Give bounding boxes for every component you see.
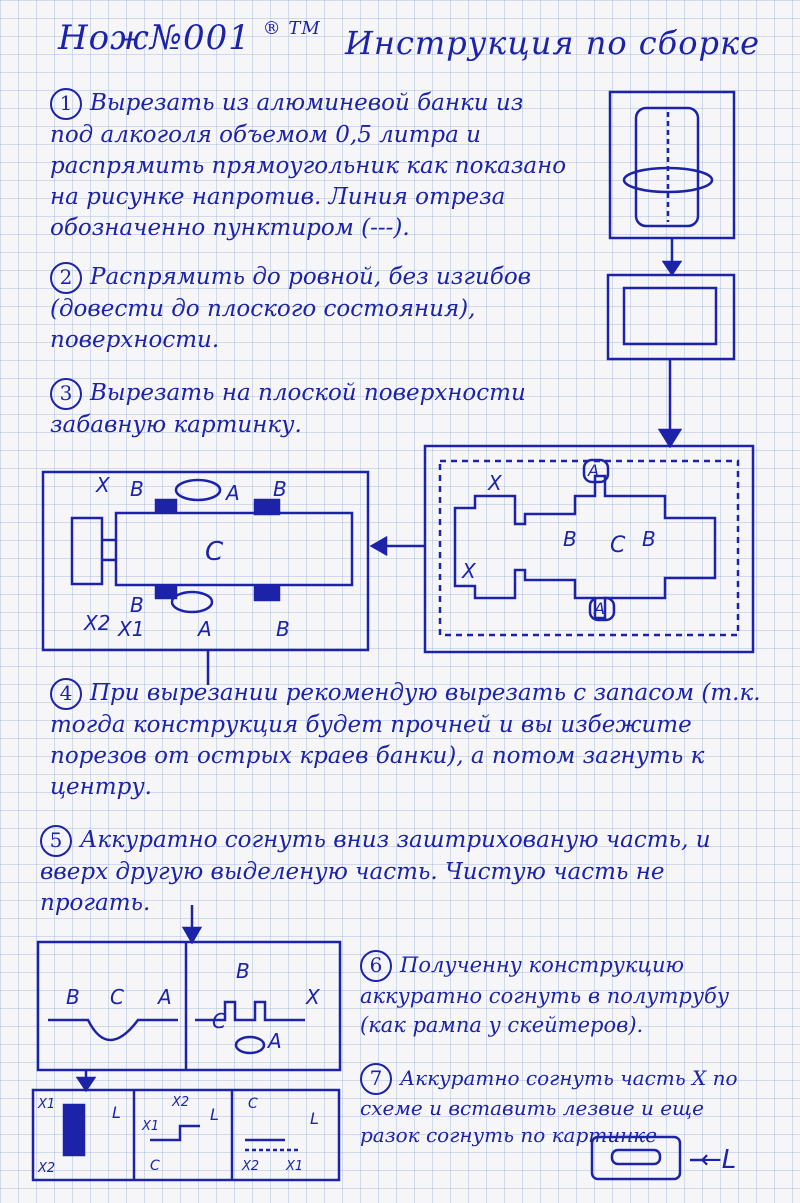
label-b-fig4-top-right: B xyxy=(273,477,287,501)
step-7-number: 7 xyxy=(360,1063,392,1095)
label-c-fig3: C xyxy=(610,533,626,558)
step-2-text: Распрямить до ровной, без изгибов (довес… xyxy=(50,264,532,353)
step-4-number: 4 xyxy=(50,678,82,710)
step-6-number: 6 xyxy=(360,950,392,982)
step-3-text: Вырезать на плоской поверхности забавную… xyxy=(50,380,526,438)
label-blade-l: ←L xyxy=(700,1145,736,1175)
brand-marks: ® ТМ xyxy=(262,18,321,39)
blade-figure xyxy=(590,1135,682,1181)
label-b-fig4-bottom: B xyxy=(130,593,144,617)
step-6-text: Полученну конструкцию аккуратно согнуть … xyxy=(360,953,730,1037)
label-l-fig7b: L xyxy=(210,1105,219,1124)
label-c-fig5-left: C xyxy=(110,985,124,1009)
label-x2-fig7b: X2 xyxy=(171,1095,189,1110)
assembled-body xyxy=(114,511,354,587)
label-c-fig4: C xyxy=(205,537,224,567)
label-a-fig5-left: A xyxy=(156,985,172,1009)
label-a-fig4-top: A xyxy=(224,481,240,505)
label-x-fig3-bottom: X xyxy=(461,559,477,583)
label-b-fig3-right: B xyxy=(642,527,656,551)
label-b-fig4-top: B xyxy=(130,477,144,501)
step-1-text: Вырезать из алюминевой банки из под алко… xyxy=(50,90,567,241)
label-c-fig7b: C xyxy=(150,1158,160,1174)
label-x1-fig7a: X1 xyxy=(37,1097,55,1112)
header-brand: Нож№001 ® ТМ xyxy=(58,18,321,58)
step-4-text: При вырезании рекомендую вырезать с запа… xyxy=(50,680,761,800)
brand-name: Нож№001 xyxy=(58,18,251,58)
label-b-fig5-left: B xyxy=(66,985,80,1009)
step-5-number: 5 xyxy=(40,825,72,857)
step-3-number: 3 xyxy=(50,378,82,410)
label-x-fig5-right: X xyxy=(305,985,321,1009)
knife-pattern-outline xyxy=(453,474,717,620)
label-c-fig7c: C xyxy=(248,1096,258,1112)
can-figure-can xyxy=(634,106,700,228)
step-1-number: 1 xyxy=(50,88,82,120)
bend-views-box xyxy=(36,940,342,1072)
fold-steps-box xyxy=(31,1088,341,1182)
label-a-fig5-right: A xyxy=(266,1029,282,1053)
label-l-fig7c: L xyxy=(310,1109,319,1128)
step-5-text: Аккуратно согнуть вниз заштрихованую час… xyxy=(40,827,711,916)
label-x1-fig7b: X1 xyxy=(141,1119,159,1134)
label-x2-fig7a: X2 xyxy=(37,1161,55,1176)
flat-sheet xyxy=(622,286,718,346)
pattern-sheet-box xyxy=(423,444,755,654)
label-x2-fig4: X2 xyxy=(83,611,110,635)
can-figure-box xyxy=(608,90,736,240)
label-b-fig4-bottom-right: B xyxy=(276,617,290,641)
label-x1-fig4: X1 xyxy=(117,617,144,641)
step-2-number: 2 xyxy=(50,262,82,294)
label-x1-fig7c: X1 xyxy=(285,1159,303,1174)
label-x2-fig7c: X2 xyxy=(241,1159,259,1174)
label-a-fig3-bottom: A xyxy=(593,599,605,618)
label-b-fig3-left: B xyxy=(563,527,577,551)
assembled-box xyxy=(41,470,370,652)
label-x-fig3: X xyxy=(487,471,503,495)
label-a-fig4-bottom: A xyxy=(196,617,212,641)
page-title: Инструкция по сборке xyxy=(345,24,760,62)
label-a-fig3-top: A xyxy=(587,461,599,480)
label-c-fig5-right: C xyxy=(212,1009,226,1033)
label-l-fig7a: L xyxy=(112,1103,121,1122)
step-7-text: Аккуратно согнуть часть X по схеме и вст… xyxy=(360,1066,738,1147)
label-b-fig5-right: B xyxy=(236,959,250,983)
label-x-fig4: X xyxy=(95,473,111,497)
